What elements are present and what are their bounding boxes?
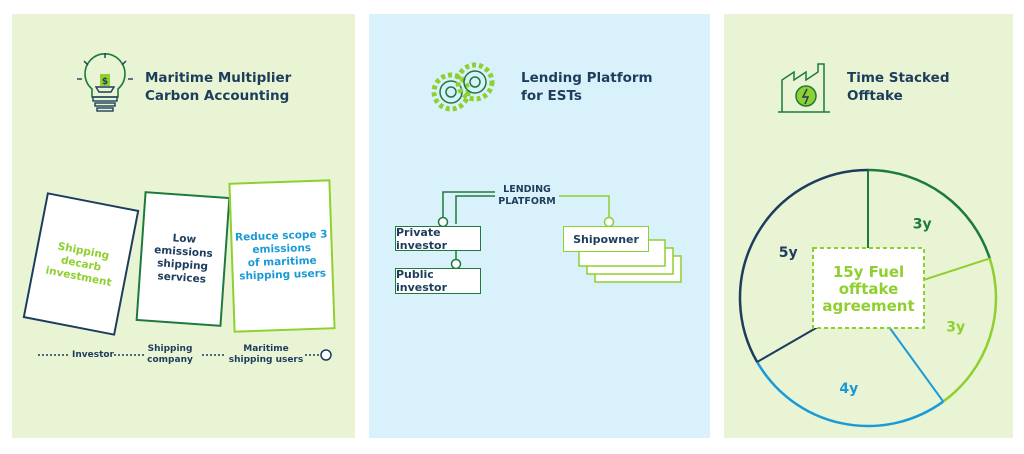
- public-investor-box: Public investor: [395, 268, 481, 294]
- card-reduce-scope3: Reduce scope 3 emissions of maritime shi…: [228, 179, 336, 333]
- pie-arc-0: [867, 168, 991, 259]
- chain-investor: Investor: [71, 350, 114, 360]
- panel2-graphics: [431, 62, 682, 283]
- pie-label-2: 4y: [839, 381, 858, 397]
- gears-icon: [431, 62, 495, 112]
- panel1-title: Maritime Multiplier Carbon Accounting: [145, 70, 292, 104]
- pie-label-3: 5y: [779, 245, 798, 261]
- chain-shipping-company: Shipping company: [147, 344, 193, 365]
- carbon-accounting-panel: $ Maritime Multiplier Carbon Accounting …: [12, 14, 355, 438]
- center-label: 15y Fuel offtake agreement: [822, 263, 915, 315]
- shipowner-box: Shipowner: [563, 226, 649, 252]
- shipowner-stack: [578, 239, 682, 283]
- chain-end-circle: [320, 349, 332, 361]
- pie-arc-1: [942, 258, 998, 403]
- panel3-title: Time Stacked Offtake: [847, 70, 950, 104]
- pie-arc-3: [738, 168, 869, 363]
- lending-platform-label: LENDING PLATFORM: [498, 184, 556, 207]
- pie-arc-2: [756, 361, 944, 428]
- lending-platform-panel: Lending Platform for ESTs LENDING PLATFO…: [369, 14, 710, 438]
- panel2-title: Lending Platform for ESTs: [521, 70, 653, 104]
- lightbulb-ship-icon: $: [77, 53, 133, 112]
- pie-label-0: 3y: [913, 216, 932, 232]
- panel1-graphics: $: [38, 53, 332, 361]
- center-box: [812, 247, 925, 329]
- panel3-graphics: 3y 3y 4y 5y: [738, 63, 998, 428]
- card-low-emissions: Low emissions shipping services: [135, 191, 231, 327]
- factory-icon: [778, 63, 830, 113]
- platform-connectors: [442, 191, 610, 264]
- svg-text:$: $: [102, 77, 108, 87]
- pie-label-1: 3y: [946, 319, 965, 335]
- private-investor-box: Private investor: [395, 226, 481, 252]
- chain-maritime-users: Maritime shipping users: [228, 344, 304, 365]
- time-stacked-offtake-panel: 3y 3y 4y 5y Time Stacked Offtake 15y Fuel o…: [724, 14, 1013, 438]
